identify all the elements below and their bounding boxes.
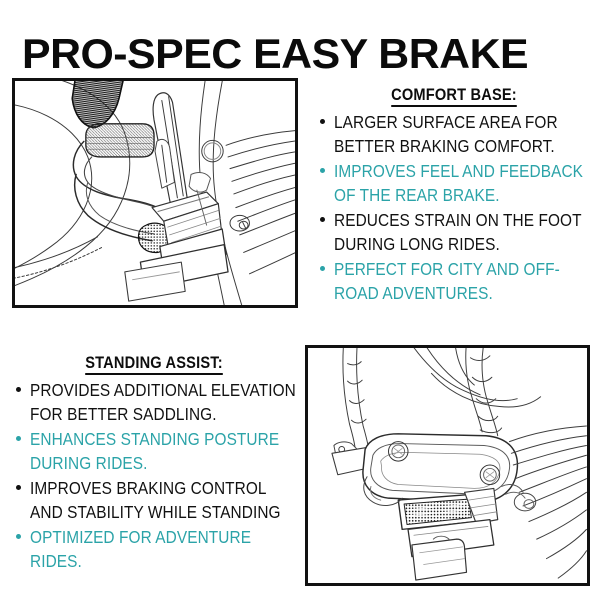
list-item-label: OPTIMIZED FOR ADVENTURE RIDES. (30, 527, 252, 571)
list-item-label: PERFECT FOR CITY AND OFF-ROAD ADVENTURES… (334, 259, 560, 303)
list-item: REDUCES STRAIN ON THE FOOT DURING LONG R… (312, 208, 596, 256)
list-item: PERFECT FOR CITY AND OFF-ROAD ADVENTURES… (312, 257, 596, 305)
comfort-base-bullet-list: LARGER SURFACE AREA FOR BETTER BRAKING C… (312, 110, 596, 305)
brake-pedal-standing-line-drawing-panel (305, 345, 590, 586)
list-item: IMPROVES BRAKING CONTROL AND STABILITY W… (8, 476, 300, 524)
list-item-label: IMPROVES BRAKING CONTROL AND STABILITY W… (30, 478, 281, 522)
brake-pedal-line-drawing-panel (12, 78, 298, 308)
comfort-base-text-block: COMFORT BASE: LARGER SURFACE AREA FOR BE… (312, 84, 596, 306)
bullet-dot-icon (320, 168, 325, 173)
list-item-label: REDUCES STRAIN ON THE FOOT DURING LONG R… (334, 210, 582, 254)
bullet-dot-icon (16, 436, 21, 441)
comfort-base-heading: COMFORT BASE: (332, 84, 576, 107)
list-item-label: LARGER SURFACE AREA FOR BETTER BRAKING C… (334, 112, 558, 156)
list-item: IMPROVES FEEL AND FEEDBACK OF THE REAR B… (312, 159, 596, 207)
list-item: OPTIMIZED FOR ADVENTURE RIDES. (8, 525, 300, 573)
brake-pedal-standing-line-drawing-icon (308, 348, 587, 583)
bullet-dot-icon (320, 266, 325, 271)
standing-assist-bullet-list: PROVIDES ADDITIONAL ELEVATION FOR BETTER… (8, 378, 300, 573)
bullet-dot-icon (16, 534, 21, 539)
list-item: LARGER SURFACE AREA FOR BETTER BRAKING C… (312, 110, 596, 158)
standing-assist-heading-text: STANDING ASSIST: (85, 353, 223, 375)
list-item: ENHANCES STANDING POSTURE DURING RIDES. (8, 427, 300, 475)
list-item: PROVIDES ADDITIONAL ELEVATION FOR BETTER… (8, 378, 300, 426)
bullet-dot-icon (16, 387, 21, 392)
bullet-dot-icon (320, 119, 325, 124)
standing-assist-text-block: STANDING ASSIST: PROVIDES ADDITIONAL ELE… (8, 352, 300, 574)
standing-assist-heading: STANDING ASSIST: (28, 352, 279, 375)
page-title: PRO-SPEC EASY BRAKE (22, 30, 529, 77)
bullet-dot-icon (16, 485, 21, 490)
comfort-base-heading-text: COMFORT BASE: (391, 85, 517, 107)
bullet-dot-icon (320, 217, 325, 222)
list-item-label: IMPROVES FEEL AND FEEDBACK OF THE REAR B… (334, 161, 584, 205)
list-item-label: PROVIDES ADDITIONAL ELEVATION FOR BETTER… (30, 380, 296, 424)
list-item-label: ENHANCES STANDING POSTURE DURING RIDES. (30, 429, 280, 473)
brake-pedal-line-drawing-icon (15, 81, 295, 305)
